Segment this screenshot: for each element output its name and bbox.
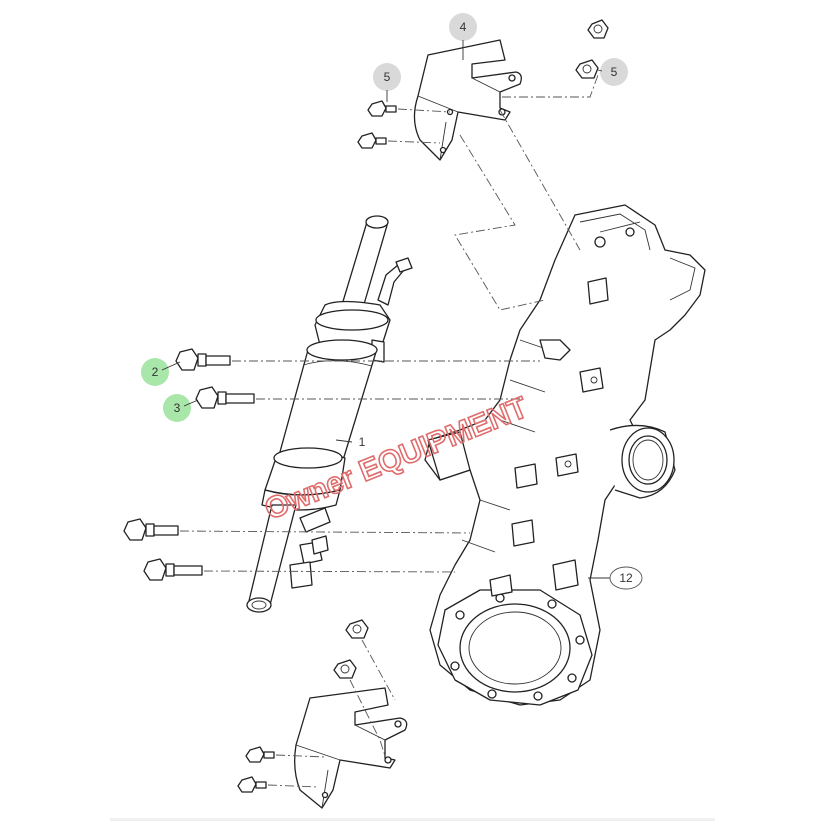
callout-4: 4 [449,13,477,60]
hex-bolt-small [357,132,387,149]
callout-label: 12 [619,571,633,585]
hex-nut-small [345,619,369,639]
flange-bolt-lower [123,518,179,541]
callout-label: 5 [384,70,391,84]
hex-bolt-small [367,100,397,117]
footer-divider [110,818,715,821]
callout-1: 1 [335,435,366,449]
flange-bolt-lower [143,558,203,581]
flange-bolt-3 [195,386,255,409]
hex-nut-small [333,659,357,679]
top-bracket-bolts [357,19,609,149]
bottom-bracket-bolts [237,619,369,793]
callout-label: 2 [152,365,159,379]
callout-3: 3 [163,394,199,422]
hex-bolt-small [245,746,275,763]
callout-label: 3 [174,401,181,415]
callout-2: 2 [141,358,181,386]
hex-nut-small [587,19,609,39]
callout-label: 1 [359,435,366,449]
top-bracket [413,39,522,161]
bottom-bracket [294,687,408,809]
callout-5-right: 5 [597,58,628,86]
callout-label: 5 [611,65,618,79]
callout-5-left: 5 [373,63,401,102]
mounting-bolts [123,348,255,581]
callout-label: 4 [460,20,467,34]
axle-housing [424,204,706,706]
hex-bolt-small [237,776,267,793]
steering-cylinder [246,215,413,613]
leader-lines [179,74,599,788]
hex-nut-small [575,59,599,79]
callout-12: 12 [588,566,643,590]
flange-bolt-2 [175,348,231,371]
